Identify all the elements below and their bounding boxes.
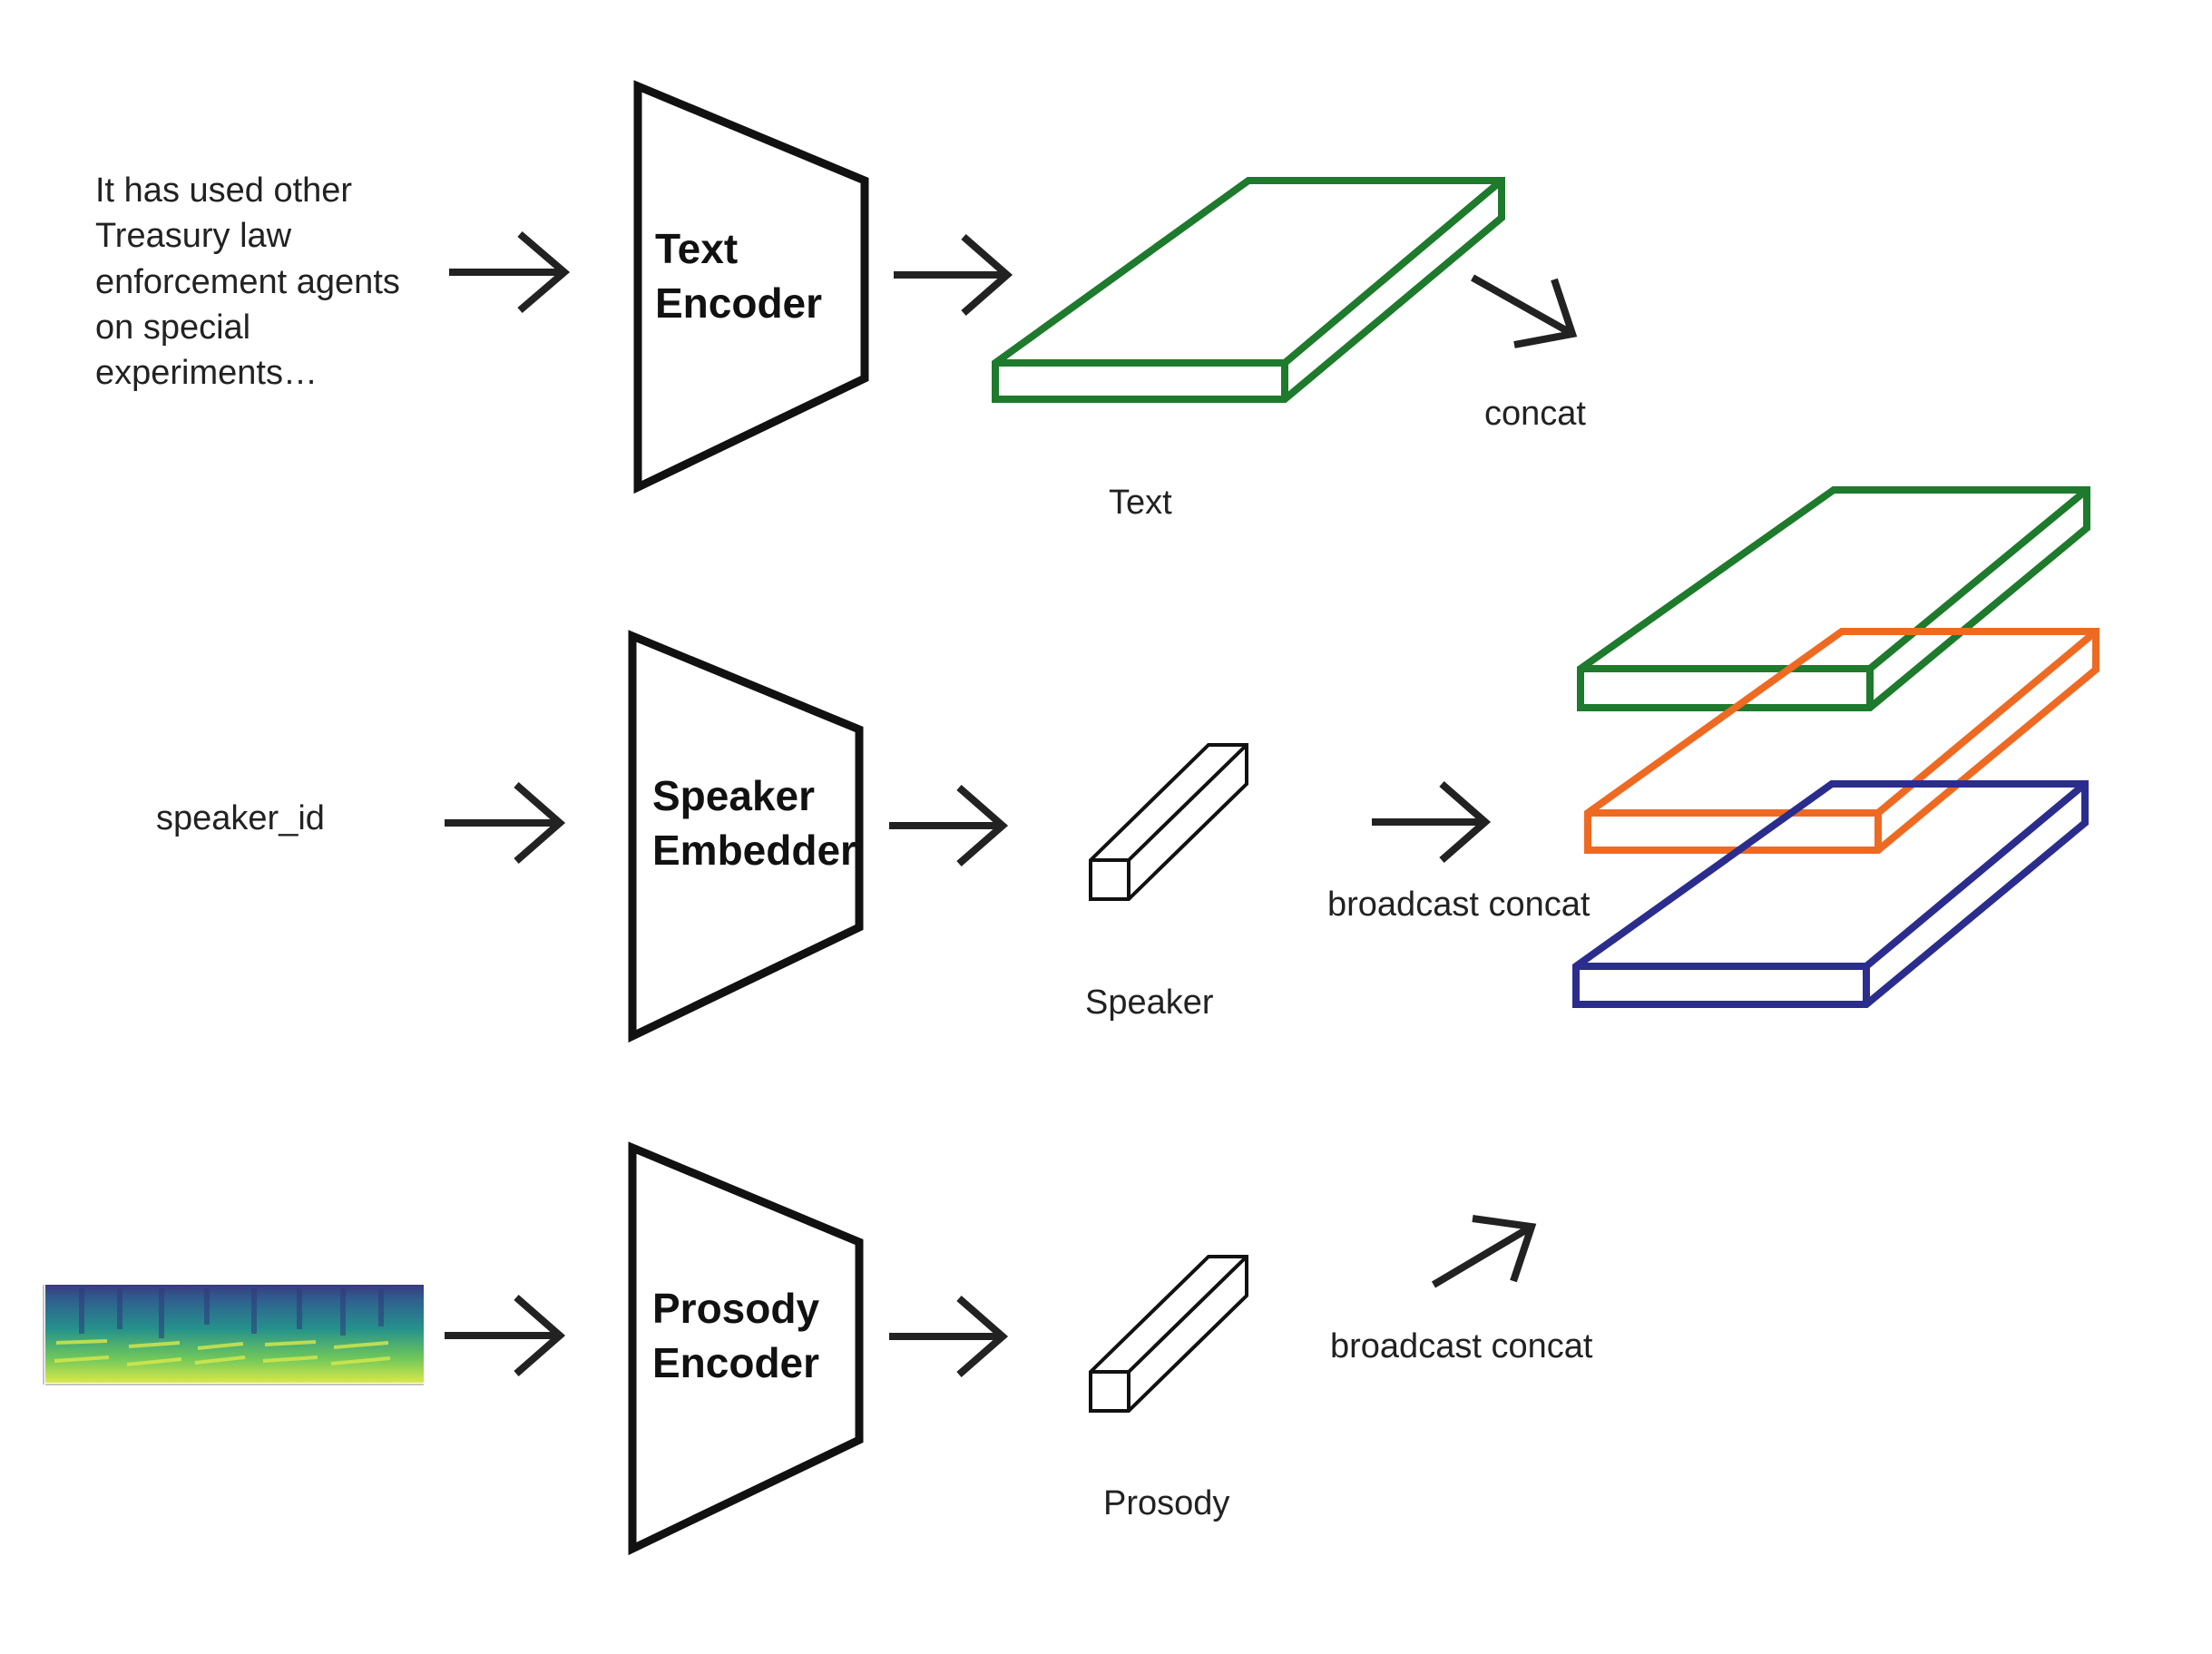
arrow-text-input [449, 230, 571, 314]
text-concat-label: concat [1484, 395, 1586, 433]
arrow-text-concat [1471, 274, 1578, 348]
prosody-encoder-block: Prosody Encoder [628, 1141, 864, 1556]
speaker-output-label: Speaker [1085, 984, 1214, 1022]
speaker-embedder-label-line-2: Embedder [652, 827, 856, 874]
text-embedding-slab [992, 177, 1505, 403]
text-output-label: Text [1109, 484, 1172, 522]
prosody-embedding-bar [1089, 1255, 1248, 1413]
arrow-broadcast-concat-speaker [1372, 780, 1492, 864]
prosody-encoder-label-line-1: Prosody [652, 1285, 819, 1332]
text-encoder-label-line-1: Text [655, 225, 738, 272]
arrow-broadcast-concat-prosody [1431, 1215, 1537, 1288]
input-text-line-4: on special [95, 308, 250, 347]
text-encoder-label-line-2: Encoder [655, 279, 822, 327]
input-text-line-1: It has used other [95, 171, 352, 210]
stack-layer-speaker [1584, 628, 2099, 854]
input-text-line-2: Treasury law [95, 217, 292, 255]
arrow-prosody-encoder-out [889, 1295, 1009, 1378]
prosody-encoder-label-line-2: Encoder [652, 1339, 819, 1386]
prosody-concat-label: broadcast concat [1330, 1327, 1593, 1365]
arrow-prosody-input [445, 1294, 566, 1377]
arrow-speaker-embedder-out [889, 784, 1009, 867]
speaker-concat-label: broadcast concat [1327, 886, 1590, 924]
stack-layer-text [1577, 486, 2090, 711]
input-text-line-5: experiments… [95, 354, 318, 392]
concatenated-stack [1572, 486, 2099, 1008]
input-text-line-3: enforcement agents [95, 263, 400, 301]
input-text: It has used other Treasury law enforceme… [95, 171, 400, 392]
speaker-embedder-label-line-1: Speaker [652, 772, 815, 819]
arrow-text-encoder-out [894, 233, 1013, 317]
speaker-id-label: speaker_id [156, 799, 325, 837]
speaker-embedding-bar [1089, 743, 1248, 901]
mel-spectrogram-image [43, 1285, 424, 1385]
stack-layer-prosody [1572, 780, 2089, 1008]
arrow-speaker-input [445, 781, 566, 865]
speaker-embedder-block: Speaker Embedder [628, 630, 864, 1043]
text-encoder-block: Text Encoder [633, 80, 869, 494]
prosody-output-label: Prosody [1103, 1484, 1229, 1522]
